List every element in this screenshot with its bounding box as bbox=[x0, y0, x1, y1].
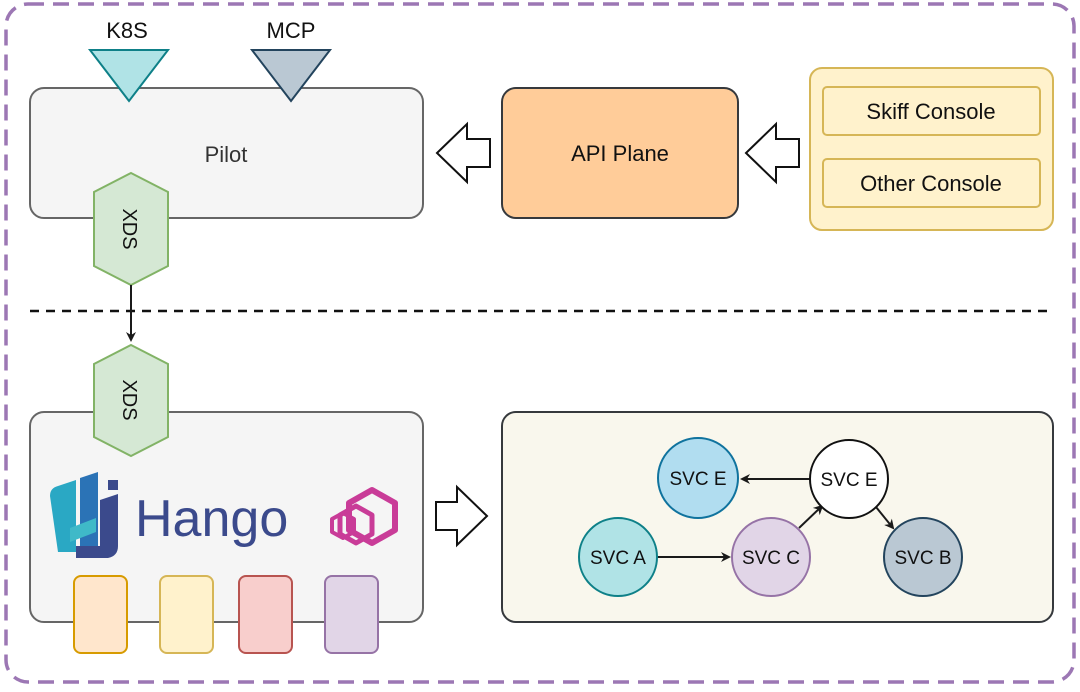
filter-plugin-yellow bbox=[159, 575, 214, 654]
skiff-console-box bbox=[822, 86, 1041, 136]
envoy-logo-icon bbox=[330, 487, 398, 546]
svc-e-left-node bbox=[657, 437, 739, 519]
xds-label-bottom: XDS bbox=[118, 379, 140, 420]
k8s-input-triangle bbox=[87, 49, 171, 103]
filter-plugin-purple bbox=[324, 575, 379, 654]
hollow-arrow-left-icon bbox=[744, 121, 800, 185]
api-plane-box bbox=[501, 87, 739, 219]
hango-logo-icon bbox=[50, 472, 118, 558]
skiff-console-label: Skiff Console bbox=[866, 99, 995, 124]
hango-gateway-box bbox=[29, 411, 424, 623]
svc-b-label: SVC B bbox=[894, 548, 951, 569]
hollow-arrow-right-icon bbox=[435, 484, 489, 548]
other-console-box bbox=[822, 158, 1041, 208]
svc-e-right-node bbox=[809, 439, 889, 519]
hango-logo-text: Hango bbox=[135, 490, 288, 548]
xds-label-top: XDS bbox=[118, 208, 140, 249]
svc-a-node bbox=[578, 517, 658, 597]
k8s-label: K8S bbox=[106, 18, 148, 43]
svc-a-label: SVC A bbox=[590, 548, 646, 569]
mcp-input-triangle bbox=[249, 49, 333, 103]
mcp-label: MCP bbox=[267, 18, 316, 43]
edge-svc-e-right-to-svc-b bbox=[875, 506, 895, 530]
svc-c-node bbox=[731, 517, 811, 597]
xds-hexagon-bottom bbox=[93, 343, 169, 458]
edge-svc-c-to-svc-e-right bbox=[798, 504, 824, 529]
hollow-arrow-left-icon bbox=[435, 121, 491, 185]
api-plane-label: API Plane bbox=[571, 141, 669, 166]
svc-e-left-label: SVC E bbox=[669, 469, 726, 490]
other-console-label: Other Console bbox=[860, 171, 1002, 196]
filter-plugin-red bbox=[238, 575, 293, 654]
filter-plugin-orange bbox=[73, 575, 128, 654]
svc-c-label: SVC C bbox=[742, 548, 800, 569]
svc-b-node bbox=[883, 517, 963, 597]
svc-e-right-label: SVC E bbox=[820, 470, 877, 491]
pilot-label: Pilot bbox=[205, 142, 248, 167]
